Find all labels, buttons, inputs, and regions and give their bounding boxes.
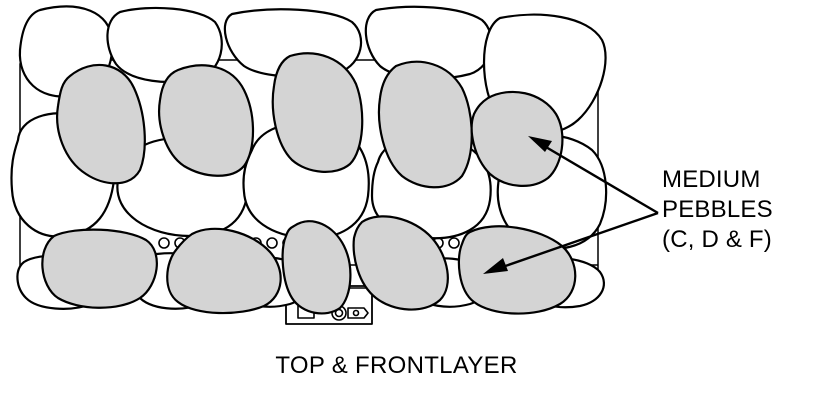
diagram-caption: TOP & FRONTLAYER xyxy=(275,352,517,380)
medium-pebbles-callout: MEDIUM PEBBLES (C, D & F) xyxy=(662,165,773,255)
medium-pebble-front-2 xyxy=(167,229,280,313)
diagram-caption-wrap: TOP & FRONTLAYER xyxy=(0,352,813,380)
callout-line-3: (C, D & F) xyxy=(662,225,773,255)
medium-pebble-front-3 xyxy=(283,221,351,313)
medium-pebble-back-3 xyxy=(273,53,362,172)
callout-line-1: MEDIUM xyxy=(662,165,773,195)
callout-line-2: PEBBLES xyxy=(662,195,773,225)
medium-pebble-front-1 xyxy=(42,230,157,308)
